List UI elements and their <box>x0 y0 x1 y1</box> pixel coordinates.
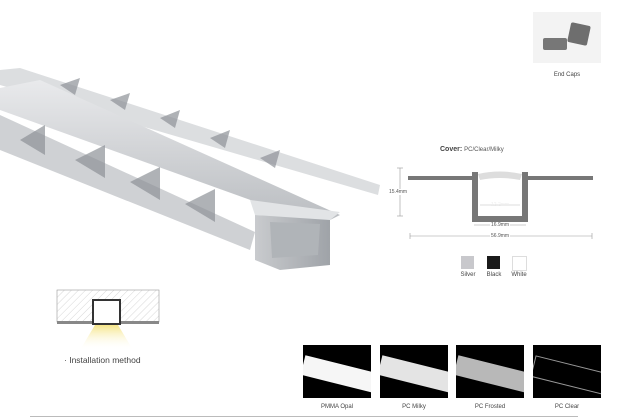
color-label-white: White <box>511 272 527 278</box>
bottom-divider <box>30 416 578 417</box>
cover-thumb-pc-frosted <box>456 345 524 398</box>
color-label-silver: Silver <box>460 272 476 278</box>
cover-thumb-pc-milky <box>380 345 448 398</box>
inner-dimension: 12.2mm <box>491 202 510 208</box>
cover-label: Cover: <box>440 146 463 153</box>
total-width-dimension: 56.9mm <box>490 233 511 239</box>
height-dimension: 15.4mm <box>388 189 409 195</box>
color-label-black: Black <box>486 272 502 278</box>
cover-thumb-pmma-opal <box>303 345 371 398</box>
cover-value: PC/Clear/Milky <box>464 147 504 153</box>
channel-dimension: 16.9mm <box>490 222 511 228</box>
profile-product-photo <box>0 68 380 270</box>
color-swatch-white <box>512 256 527 271</box>
installation-diagram <box>56 289 160 350</box>
cover-label-pmma-opal: PMMA Opal <box>320 404 353 410</box>
cover-label-pc-clear: PC Clear <box>554 404 580 410</box>
cross-section-drawing <box>397 167 593 239</box>
installation-method-text: Installation method <box>69 355 141 365</box>
end-caps-label: End Caps <box>553 72 581 78</box>
cover-label-pc-frosted: PC Frosted <box>474 404 506 410</box>
cover-thumb-pc-clear <box>533 345 601 398</box>
color-swatch-black <box>487 256 500 269</box>
cover-spec: Cover: PC/Clear/Milky <box>440 146 504 153</box>
color-swatch-silver <box>461 256 474 269</box>
installation-method-label: · Installation method <box>64 355 141 365</box>
cover-label-pc-milky: PC Milky <box>402 404 426 410</box>
end-caps-image <box>533 12 601 63</box>
